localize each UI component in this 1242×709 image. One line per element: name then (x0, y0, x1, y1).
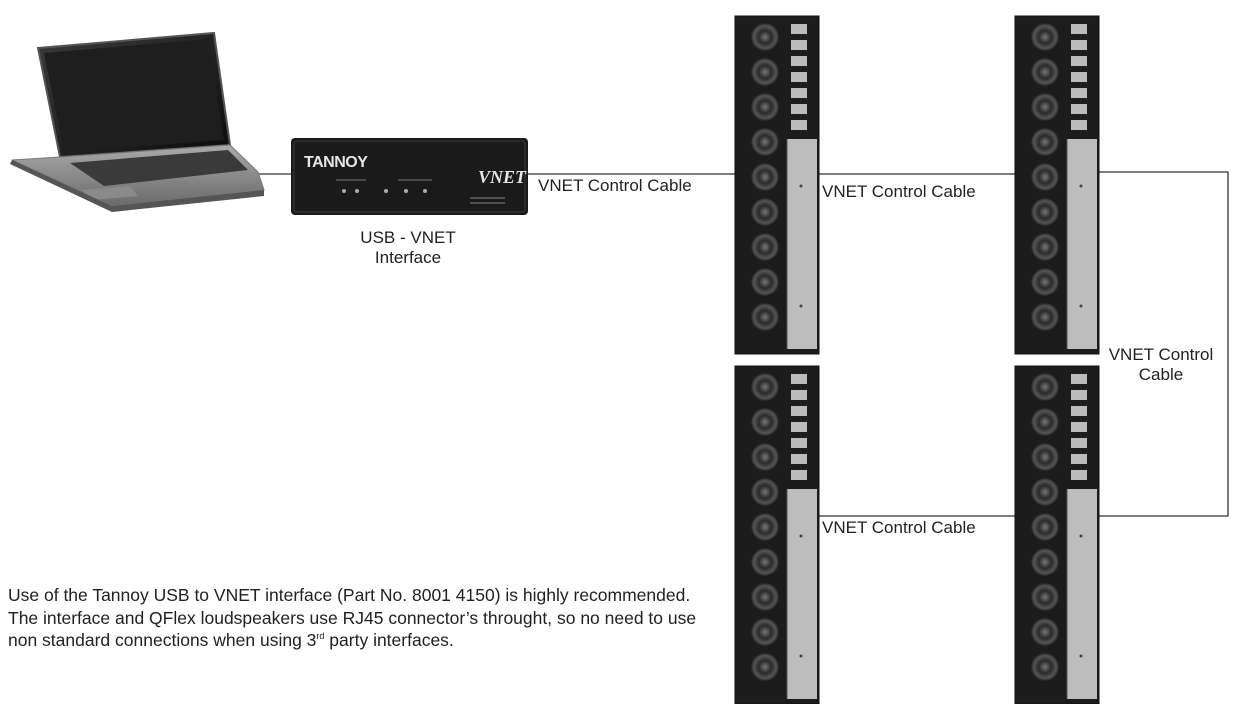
cable-lines (255, 171, 1229, 517)
interface-brand-text: TANNOY (304, 154, 368, 171)
note-text-part1: Use of the Tannoy USB to VNET interface … (8, 585, 697, 650)
cable-label-3-line2: Cable (1138, 365, 1184, 384)
interface-label-line2: Interface (374, 248, 442, 267)
loudspeaker-top-left (734, 15, 820, 355)
interface-label: USB - VNET Interface (342, 228, 474, 268)
laptop-icon (10, 31, 265, 212)
interface-vnet-logo: VNET (478, 167, 527, 187)
recommendation-note: Use of the Tannoy USB to VNET interface … (8, 584, 708, 652)
cable-speaker-2-to-speaker-4 (1099, 171, 1229, 517)
cable-label-1: VNET Control Cable (538, 176, 692, 196)
note-superscript: rd (316, 631, 325, 641)
interface-label-line1: USB - VNET (360, 228, 456, 247)
loudspeaker-bottom-left (734, 365, 820, 705)
usb-vnet-interface-box: TANNOY VNET (291, 138, 528, 215)
note-text-part2: party interfaces. (324, 630, 454, 650)
cable-label-3-line1: VNET Control (1108, 345, 1214, 364)
cable-label-2: VNET Control Cable (822, 182, 976, 202)
loudspeaker-bottom-right (1014, 365, 1100, 705)
cable-label-3: VNET Control Cable (1100, 345, 1222, 385)
loudspeaker-top-right (1014, 15, 1100, 355)
cable-label-4: VNET Control Cable (822, 518, 976, 538)
